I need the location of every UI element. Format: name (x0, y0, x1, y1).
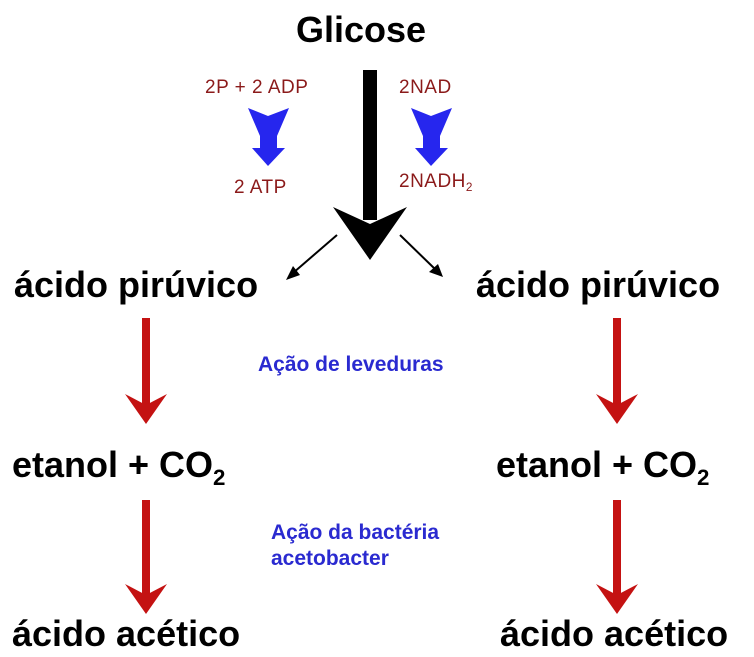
ethanol-right-label: etanol + CO2 (496, 444, 710, 490)
yeast-arrow-left (125, 318, 167, 424)
yeast-arrow-right (596, 318, 638, 424)
split-arrow-left (286, 234, 338, 280)
main-arrow (333, 70, 407, 260)
acetic-left-label: ácido acético (12, 613, 241, 654)
yeast-action-note: Ação de leveduras (258, 353, 444, 376)
bacteria-arrow-right (596, 500, 638, 614)
cofactor-arrow-right (411, 108, 452, 166)
cofactor-right-input: 2NAD (399, 77, 452, 98)
bacteria-action-line2: acetobacter (271, 547, 389, 571)
cofactor-arrow-left (248, 108, 289, 166)
cofactor-left-input: 2P + 2 ADP (205, 77, 309, 98)
acetic-right-label: ácido acético (500, 613, 729, 654)
glucose-label: Glicose (296, 9, 427, 50)
pyruvate-right-label: ácido pirúvico (476, 264, 721, 305)
split-arrow-right (399, 234, 443, 277)
bacteria-action-line1: Ação da bactéria (271, 521, 440, 544)
bacteria-action-note: Ação da bactéria acetobacter (271, 520, 439, 573)
cofactor-left-output: 2 ATP (234, 177, 287, 198)
bacteria-arrow-left (125, 500, 167, 614)
ethanol-left-label: etanol + CO2 (12, 444, 226, 490)
pyruvate-left-label: ácido pirúvico (14, 264, 259, 305)
cofactor-right-output: 2NADH2 (399, 171, 473, 195)
